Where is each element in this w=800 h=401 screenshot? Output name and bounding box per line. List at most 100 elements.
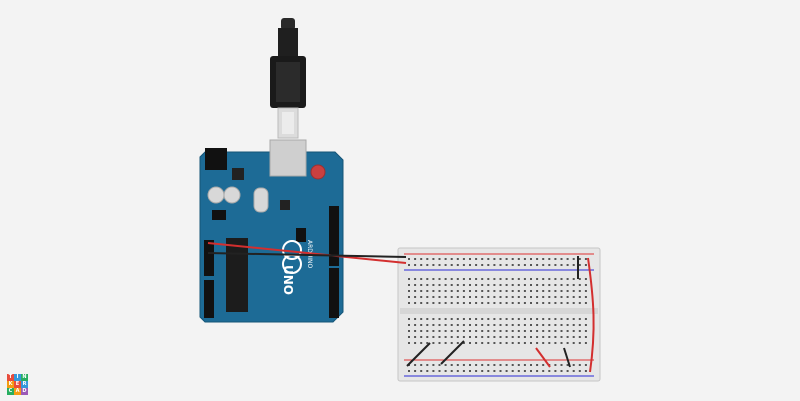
breadboard-hole[interactable] <box>542 284 545 286</box>
breadboard-hole[interactable] <box>469 364 471 366</box>
breadboard-hole[interactable] <box>517 364 520 366</box>
breadboard-hole[interactable] <box>444 302 447 304</box>
breadboard-hole[interactable] <box>554 330 557 332</box>
breadboard-hole[interactable] <box>426 318 429 320</box>
breadboard-hole[interactable] <box>444 370 447 372</box>
breadboard-hole[interactable] <box>548 290 551 292</box>
breadboard-hole[interactable] <box>584 318 587 320</box>
breadboard-hole[interactable] <box>523 278 526 280</box>
breadboard-hole[interactable] <box>530 278 532 280</box>
breadboard-hole[interactable] <box>432 330 435 332</box>
breadboard-hole[interactable] <box>505 324 508 326</box>
breadboard-hole[interactable] <box>505 296 508 298</box>
breadboard-hole[interactable] <box>584 342 587 344</box>
breadboard-hole[interactable] <box>530 336 532 338</box>
breadboard-hole[interactable] <box>542 302 545 304</box>
breadboard-hole[interactable] <box>499 290 502 292</box>
breadboard-hole[interactable] <box>475 278 478 280</box>
breadboard-hole[interactable] <box>499 318 502 320</box>
breadboard-hole[interactable] <box>481 364 484 366</box>
breadboard-hole[interactable] <box>475 302 478 304</box>
breadboard-hole[interactable] <box>511 278 514 280</box>
breadboard-hole[interactable] <box>548 318 551 320</box>
breadboard-hole[interactable] <box>536 258 539 260</box>
breadboard-hole[interactable] <box>438 296 441 298</box>
breadboard-hole[interactable] <box>456 258 459 260</box>
breadboard-hole[interactable] <box>493 364 496 366</box>
breadboard-hole[interactable] <box>408 302 410 304</box>
breadboard-hole[interactable] <box>554 290 557 292</box>
breadboard-hole[interactable] <box>432 290 435 292</box>
breadboard-hole[interactable] <box>450 296 453 298</box>
breadboard-hole[interactable] <box>578 324 581 326</box>
breadboard-hole[interactable] <box>493 342 496 344</box>
breadboard-hole[interactable] <box>584 278 587 280</box>
breadboard-hole[interactable] <box>469 330 471 332</box>
breadboard-hole[interactable] <box>572 284 575 286</box>
breadboard-hole[interactable] <box>414 264 417 266</box>
breadboard-hole[interactable] <box>505 364 508 366</box>
breadboard-hole[interactable] <box>566 302 569 304</box>
breadboard-hole[interactable] <box>438 324 441 326</box>
breadboard-hole[interactable] <box>487 278 490 280</box>
breadboard-hole[interactable] <box>572 290 575 292</box>
breadboard-hole[interactable] <box>420 284 423 286</box>
breadboard-hole[interactable] <box>542 318 545 320</box>
breadboard-hole[interactable] <box>554 318 557 320</box>
breadboard-hole[interactable] <box>493 290 496 292</box>
breadboard-hole[interactable] <box>426 370 429 372</box>
breadboard-hole[interactable] <box>450 278 453 280</box>
breadboard-hole[interactable] <box>469 290 471 292</box>
breadboard-hole[interactable] <box>456 284 459 286</box>
breadboard-hole[interactable] <box>517 336 520 338</box>
breadboard-hole[interactable] <box>438 370 441 372</box>
breadboard-hole[interactable] <box>450 290 453 292</box>
breadboard-hole[interactable] <box>560 364 563 366</box>
breadboard-hole[interactable] <box>505 264 508 266</box>
breadboard-hole[interactable] <box>572 342 575 344</box>
breadboard-hole[interactable] <box>542 370 545 372</box>
breadboard-hole[interactable] <box>426 330 429 332</box>
breadboard-hole[interactable] <box>536 324 539 326</box>
breadboard-hole[interactable] <box>584 290 587 292</box>
breadboard-hole[interactable] <box>456 264 459 266</box>
breadboard-hole[interactable] <box>536 342 539 344</box>
breadboard-hole[interactable] <box>523 290 526 292</box>
breadboard-hole[interactable] <box>523 284 526 286</box>
breadboard-hole[interactable] <box>408 284 410 286</box>
breadboard-hole[interactable] <box>462 302 465 304</box>
breadboard-hole[interactable] <box>487 324 490 326</box>
breadboard-hole[interactable] <box>462 318 465 320</box>
breadboard-hole[interactable] <box>572 264 575 266</box>
breadboard-hole[interactable] <box>487 342 490 344</box>
breadboard-hole[interactable] <box>584 330 587 332</box>
breadboard-hole[interactable] <box>566 290 569 292</box>
breadboard-hole[interactable] <box>536 336 539 338</box>
breadboard-hole[interactable] <box>408 258 410 260</box>
breadboard-hole[interactable] <box>444 318 447 320</box>
breadboard-hole[interactable] <box>523 318 526 320</box>
breadboard-hole[interactable] <box>548 278 551 280</box>
breadboard-hole[interactable] <box>408 296 410 298</box>
breadboard-hole[interactable] <box>450 370 453 372</box>
breadboard-hole[interactable] <box>548 336 551 338</box>
breadboard-hole[interactable] <box>438 318 441 320</box>
breadboard-hole[interactable] <box>554 336 557 338</box>
breadboard-hole[interactable] <box>548 302 551 304</box>
breadboard-hole[interactable] <box>444 278 447 280</box>
breadboard-hole[interactable] <box>432 302 435 304</box>
breadboard-hole[interactable] <box>493 318 496 320</box>
breadboard-hole[interactable] <box>487 330 490 332</box>
breadboard-hole[interactable] <box>420 258 423 260</box>
breadboard-hole[interactable] <box>432 296 435 298</box>
breadboard-hole[interactable] <box>542 330 545 332</box>
breadboard-hole[interactable] <box>523 364 526 366</box>
breadboard-hole[interactable] <box>456 296 459 298</box>
breadboard-hole[interactable] <box>499 258 502 260</box>
wire-red-short[interactable] <box>535 347 551 368</box>
breadboard-hole[interactable] <box>426 296 429 298</box>
breadboard-hole[interactable] <box>426 284 429 286</box>
breadboard-hole[interactable] <box>578 258 581 260</box>
breadboard-hole[interactable] <box>414 258 417 260</box>
